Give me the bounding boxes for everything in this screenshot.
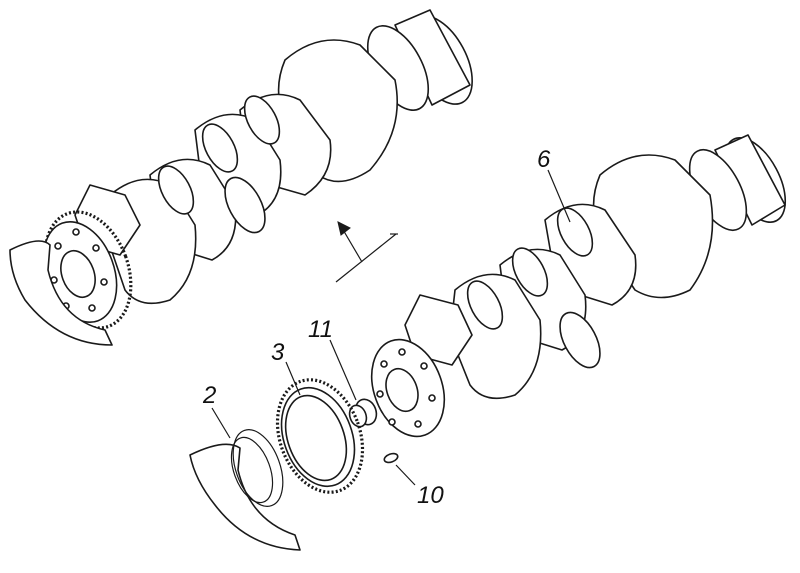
part-2-thrust-half-ring: [189, 429, 301, 551]
leader-lines: [211, 169, 571, 486]
lower-crankshaft-rear-flange: [688, 134, 787, 231]
upper-main-journal-b: [201, 123, 239, 173]
callout-part-3: 3: [271, 339, 285, 366]
upper-crank-pin: [224, 176, 266, 234]
assembly-direction-arrow: [335, 221, 398, 283]
part-10-dowel-pin: [383, 452, 399, 464]
upper-flange-hub: [60, 249, 96, 299]
lower-crankshaft: [370, 134, 787, 438]
upper-main-journal-c: [157, 165, 195, 215]
callout-part-11: 11: [308, 316, 333, 343]
lower-main-journal-b: [511, 247, 549, 297]
lower-front-boss: [404, 294, 473, 366]
callout-part-10: 10: [417, 482, 444, 509]
lower-main-journal-a: [556, 207, 594, 257]
upper-crankshaft-assembly: [9, 9, 473, 346]
lower-flange-hub: [385, 367, 419, 413]
lower-crank-pin: [559, 311, 601, 369]
upper-flange-bolt-holes: [50, 228, 108, 312]
part-3-ring-gear: [275, 378, 365, 494]
upper-flywheel-ring-gear: [43, 210, 133, 330]
part-11-bushing: [348, 398, 378, 428]
upper-thrust-half-ring: [9, 240, 113, 346]
upper-main-journal-a: [243, 95, 281, 145]
lower-main-journal-c: [466, 280, 504, 330]
callout-part-6: 6: [537, 146, 551, 173]
upper-crankshaft-rear-flange: [366, 9, 473, 111]
lower-flange-bolt-holes: [376, 348, 436, 428]
callout-part-2: 2: [203, 382, 217, 409]
